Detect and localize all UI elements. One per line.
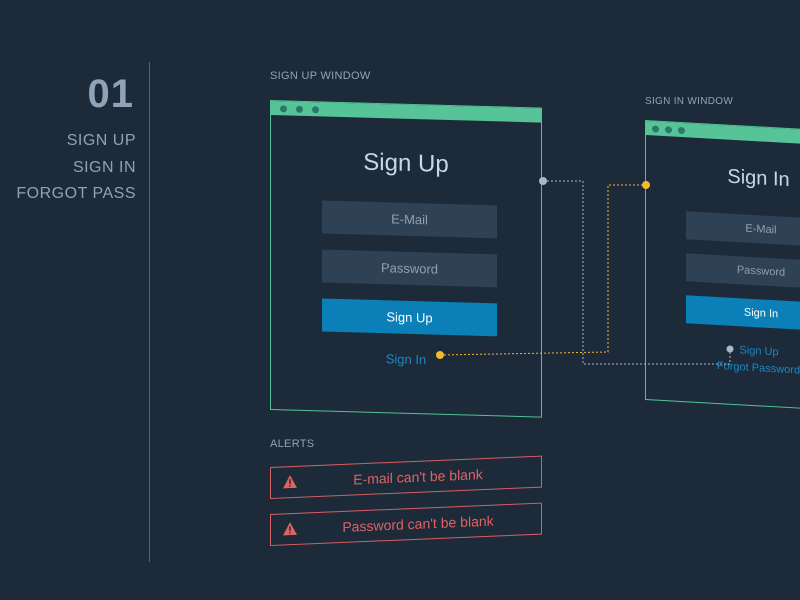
signup-password-field[interactable]: Password bbox=[322, 249, 497, 288]
signin-email-field[interactable]: E-Mail bbox=[686, 211, 800, 248]
window-control-dot bbox=[665, 126, 672, 134]
signin-button[interactable]: Sign In bbox=[686, 295, 800, 332]
vertical-divider bbox=[149, 62, 150, 562]
signup-email-field[interactable]: E-Mail bbox=[322, 200, 497, 239]
alert-password-blank: Password can't be blank bbox=[270, 502, 542, 546]
signup-window: Sign Up E-Mail Password Sign Up Sign In bbox=[270, 100, 542, 418]
alerts-label: ALERTS bbox=[270, 438, 315, 450]
signin-link[interactable]: Sign In bbox=[385, 351, 427, 368]
window-control-dot bbox=[678, 126, 685, 135]
step-number: 01 bbox=[87, 72, 134, 116]
alert-message: E-mail can't be blank bbox=[353, 466, 483, 488]
signup-button[interactable]: Sign Up bbox=[322, 298, 497, 337]
step-sign-in[interactable]: SIGN IN bbox=[72, 158, 136, 176]
signup-link[interactable]: Sign Up bbox=[739, 344, 779, 359]
window-control-dot bbox=[652, 125, 659, 133]
window-control-dot bbox=[296, 105, 303, 113]
step-list: SIGN UP SIGN IN FORGOT PASS bbox=[0, 128, 136, 208]
alert-email-blank: E-mail can't be blank bbox=[270, 455, 542, 499]
signin-title: Sign In bbox=[727, 165, 790, 192]
forgot-password-link[interactable]: Forgot Password bbox=[716, 360, 800, 377]
step-forgot-pass[interactable]: FORGOT PASS bbox=[16, 185, 136, 202]
window-control-dot bbox=[312, 106, 319, 114]
window-titlebar bbox=[646, 121, 800, 147]
alert-message: Password can't be blank bbox=[342, 512, 494, 535]
signin-window: Sign In E-Mail Password Sign In Sign Up … bbox=[645, 120, 800, 412]
signin-window-label: SIGN IN WINDOW bbox=[645, 96, 734, 107]
step-sign-up[interactable]: SIGN UP bbox=[66, 132, 136, 149]
window-control-dot bbox=[280, 105, 287, 113]
signup-title: Sign Up bbox=[363, 148, 449, 178]
window-titlebar bbox=[271, 101, 541, 123]
warning-icon bbox=[283, 522, 297, 536]
warning-icon bbox=[283, 475, 297, 489]
signin-password-field[interactable]: Password bbox=[686, 253, 800, 290]
signup-window-label: SIGN UP WINDOW bbox=[270, 70, 371, 82]
